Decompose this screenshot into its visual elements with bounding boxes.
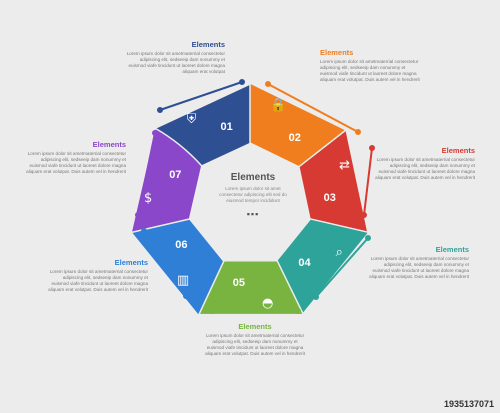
connector-dot-05-1 — [295, 308, 301, 314]
connector-dot-04-0 — [365, 235, 371, 241]
bar-chart-icon: ▥ — [176, 272, 190, 288]
callout-title: Elements — [191, 40, 225, 49]
magnifier-icon: ⌕ — [335, 245, 343, 261]
center-text: Lorem ipsum dolor sit amet consectetur a… — [219, 186, 287, 204]
lock-icon: 🔒 — [270, 97, 287, 113]
callout-text: Lorem ipsum dolor sit ametmaterrial cons… — [26, 151, 126, 175]
connector-dot-01-0 — [157, 107, 163, 113]
dots-divider: ▪▪▪ — [246, 209, 260, 220]
segment-number-05: 05 — [232, 277, 245, 290]
callout-title: Elements — [435, 245, 469, 254]
segment-number-07: 07 — [169, 169, 182, 182]
connector-line-02 — [267, 83, 359, 133]
shield-icon: ⛨ — [186, 112, 197, 128]
connector-line-03 — [363, 147, 373, 216]
connector-dot-04-1 — [313, 294, 319, 300]
callout-title: Elements — [238, 322, 272, 331]
segment-07 — [130, 127, 203, 234]
connector-dot-02-0 — [265, 81, 271, 87]
connector-dot-03-0 — [369, 145, 375, 151]
connector-dot-07-1 — [135, 212, 141, 218]
watermark-id: 1935137071 — [443, 399, 494, 409]
connector-dot-03-1 — [361, 212, 367, 218]
callout-text: Lorem ipsum dolor sit ametmaterrial cons… — [126, 51, 225, 75]
segment-number-03: 03 — [323, 192, 336, 205]
center-label: Elements Lorem ipsum dolor sit amet cons… — [215, 172, 291, 219]
connector-dot-06-1 — [183, 293, 189, 299]
callout-title: Elements — [441, 146, 475, 155]
connector-line-07 — [137, 132, 156, 216]
callout-title: Elements — [92, 140, 126, 149]
connector-line-06 — [143, 230, 187, 297]
connector-dot-06-0 — [141, 228, 147, 234]
arrows-icon: ⇄ — [339, 157, 351, 173]
connector-dot-01-1 — [239, 79, 245, 85]
center-title: Elements — [230, 172, 276, 183]
segment-number-01: 01 — [220, 121, 233, 134]
segment-number-04: 04 — [298, 256, 311, 269]
connector-line-04 — [315, 237, 369, 298]
callout-title: Elements — [114, 258, 148, 267]
callout-text: Lorem ipsum dolor sit ametmaterrial cons… — [320, 59, 420, 83]
segment-number-02: 02 — [288, 131, 301, 144]
connector-dot-05-0 — [210, 308, 216, 314]
callout-text: Lorem ipsum dolor sit ametmaterrial cons… — [205, 333, 305, 357]
callout-title: Elements — [320, 48, 354, 57]
connector-line-01 — [159, 81, 243, 111]
connector-dot-07-0 — [152, 130, 158, 136]
dollar-coin-icon: $ — [143, 190, 153, 206]
segment-number-06: 06 — [175, 239, 188, 252]
callout-text: Lorem ipsum dolor sit ametmaterrial cons… — [375, 157, 475, 181]
protractor-icon: ◓ — [262, 296, 274, 312]
connector-dot-02-1 — [355, 129, 361, 135]
callout-text: Lorem ipsum dolor sit ametmaterrial cons… — [369, 256, 469, 280]
callout-text: Lorem ipsum dolor sit ametmaterrial cons… — [48, 269, 148, 293]
